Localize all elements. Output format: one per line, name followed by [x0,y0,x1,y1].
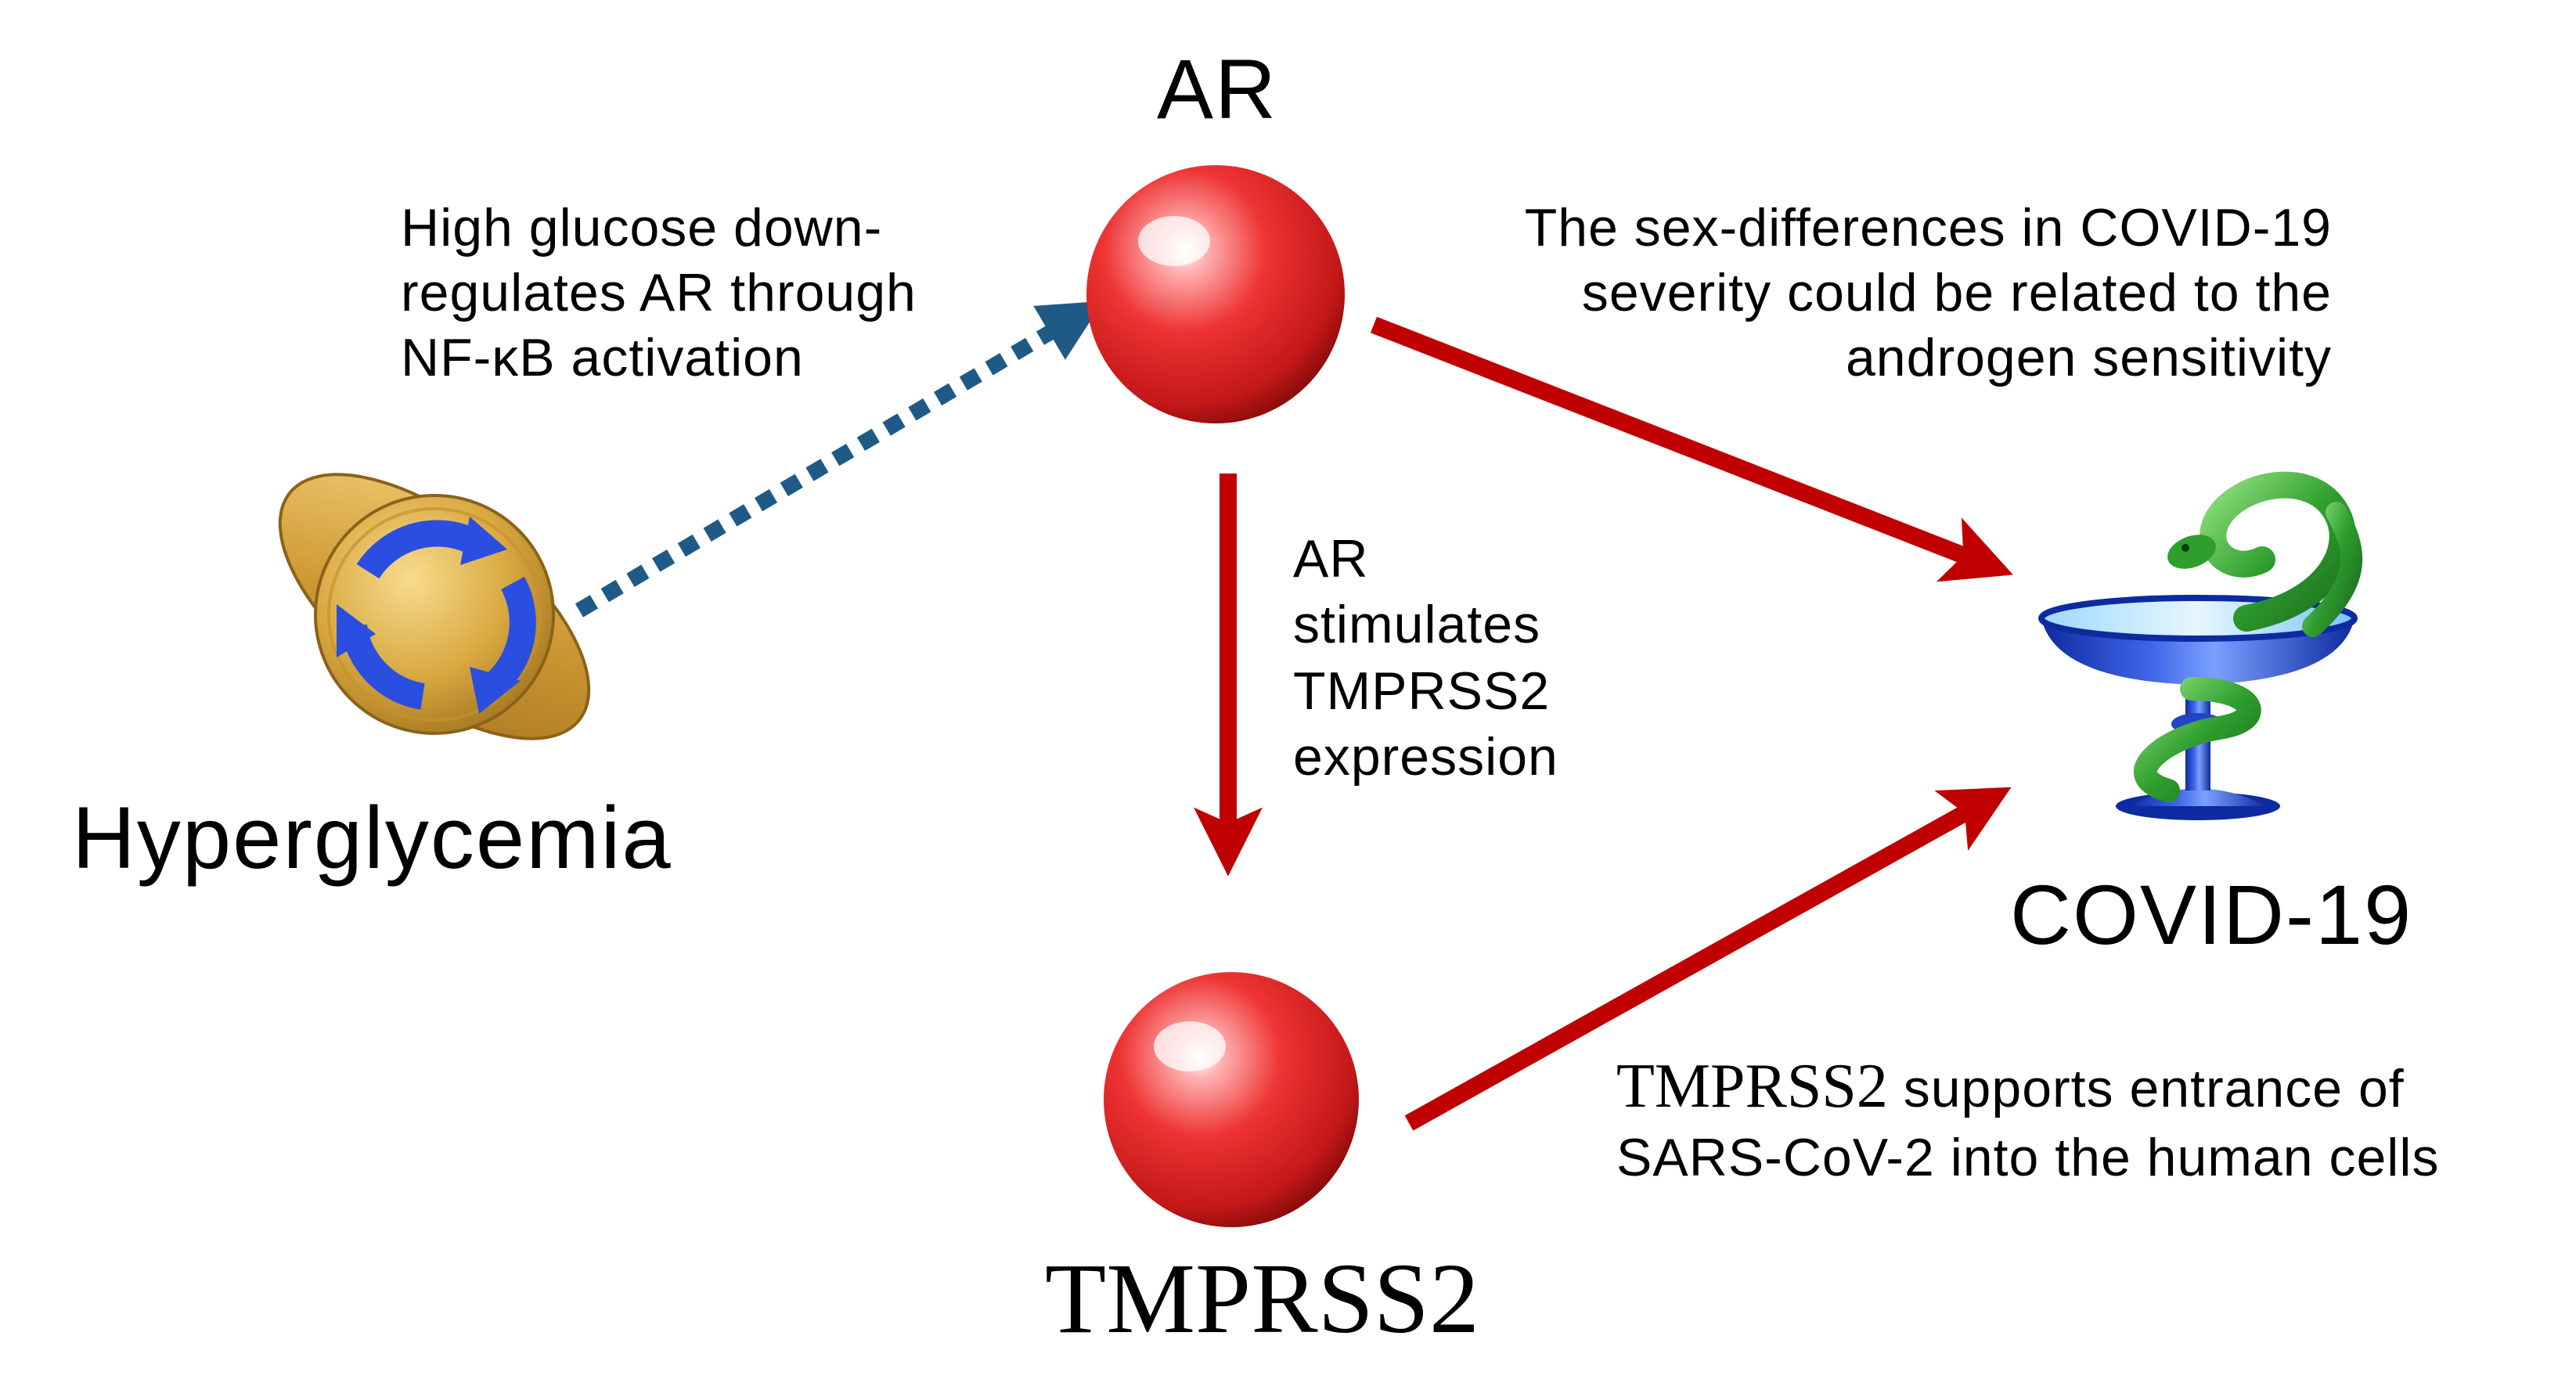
ar-node-label: AR [1157,41,1278,136]
ar-tmprss2-annotation-line: TMPRSS2 [1293,661,1551,721]
glucose-annotation-line: regulates AR through [401,262,917,322]
arrow-hyperglycemia-to-ar [575,301,1104,618]
arrow-ar-to-covid [1370,316,2013,582]
entrance-annotation-lead: TMPRSS2 [1616,1052,1888,1121]
ar-tmprss2-annotation: AR stimulates TMPRSS2 expression [1293,526,1558,790]
entrance-annotation: TMPRSS2 supports entrance of SARS-CoV-2 … [1616,1049,2440,1190]
ar-tmprss2-annotation-line: stimulates [1293,595,1541,655]
entrance-annotation-rest: supports entrance of [1887,1059,2405,1118]
arrow-tmprss2-to-covid [1404,787,2012,1131]
entrance-annotation-line: TMPRSS2 supports entrance of [1616,1049,2440,1125]
bowl-of-hygieia-icon [2038,471,2363,820]
glucose-annotation-line: High glucose down- [401,198,883,257]
hyperglycemia-node-label: Hyperglycemia [72,789,672,887]
sex-differences-annotation-line: androgen sensitivity [1845,327,2332,387]
entrance-annotation-line: SARS-CoV-2 into the human cells [1616,1127,2440,1187]
glucose-annotation-line: NF-κB activation [401,327,804,387]
sex-differences-annotation-line: severity could be related to the [1581,262,2332,322]
covid-node-label: COVID-19 [2010,867,2413,962]
cell-cycle-icon [278,473,591,740]
glucose-annotation: High glucose down- regulates AR through … [401,196,917,391]
sex-differences-annotation: The sex-differences in COVID-19 severity… [1525,196,2332,391]
tmprss2-node-label: TMPRSS2 [1045,1243,1479,1354]
ar-node-sphere [1086,165,1345,423]
tmprss2-node-sphere [1104,972,1359,1227]
ar-tmprss2-annotation-line: AR [1293,529,1369,589]
ar-tmprss2-annotation-line: expression [1293,726,1558,787]
sex-differences-annotation-line: The sex-differences in COVID-19 [1524,198,2332,257]
